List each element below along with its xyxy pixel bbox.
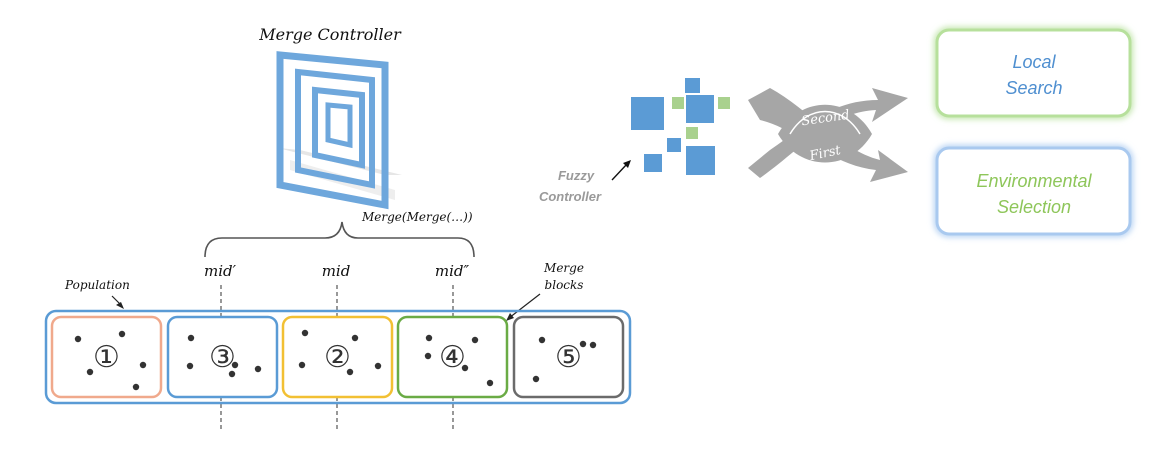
mid-label: mid [322,262,351,280]
merge-block-number: ③ [209,340,236,375]
merge-block-4 [396,315,509,399]
mid-prime-label: mid′ [204,262,237,280]
individual-dot [424,352,432,360]
merge-controller-icon [276,51,402,210]
merge-blocks-label-line2: blocks [545,278,584,292]
fuzzy-controller-arrow [611,163,628,181]
individual-dot [425,334,433,342]
fuzzy-controller-label-line1: Fuzzy [558,168,595,183]
individual-dot [346,368,354,376]
merge-block-2 [166,315,279,399]
individual-dot [532,375,540,383]
merge-formula: Merge(Merge(…)) [361,210,473,224]
individual-dot [298,361,306,369]
individual-dot [579,340,587,348]
fuzzy-controller-label-line2: Controller [539,189,602,204]
merge-block-3 [281,315,394,399]
curly-brace [204,221,475,258]
individual-dot [228,370,236,378]
individual-dot [538,336,546,344]
merge-block-number: ⑤ [555,340,582,375]
individual-dot [132,383,140,391]
individual-dot [486,379,494,387]
individual-dot [74,335,82,343]
crossing-arrow-icon [748,88,908,182]
individual-dot [139,361,147,369]
merge-blocks-label-line1: Merge [543,261,584,275]
individual-dot [461,364,469,372]
individual-dot [374,362,382,370]
second-label: Second [801,108,851,130]
individual-dot [471,336,479,344]
individual-dot [187,334,195,342]
individual-dot [589,341,597,349]
environmental-selection-line2: Selection [997,197,1071,217]
environmental-selection-line1: Environmental [976,171,1092,191]
population-container [44,309,632,405]
environmental-selection-box [935,146,1132,236]
merge-block-number: ④ [439,340,466,375]
individual-dot [118,330,126,338]
first-label: First [807,143,842,165]
merge-controller-title: Merge Controller [258,25,402,44]
merge-block-number: ② [324,340,351,375]
individual-dot [186,362,194,370]
population-label: Population [64,278,130,292]
local-search-line2: Search [1005,78,1062,98]
fuzzy-controller-icon [631,78,730,175]
merge-blocks: ① ③ ② ④ ⑤ [50,315,625,399]
individual-dot [351,334,359,342]
merge-block-number: ① [93,340,120,375]
mid-double-prime-label: mid″ [435,262,470,280]
individual-dot [231,361,239,369]
local-search-line1: Local [1012,52,1056,72]
individual-dot [254,365,262,373]
merge-blocks-arrow [508,293,541,319]
individual-dot [86,368,94,376]
local-search-box [935,28,1132,118]
individual-dot [301,329,309,337]
